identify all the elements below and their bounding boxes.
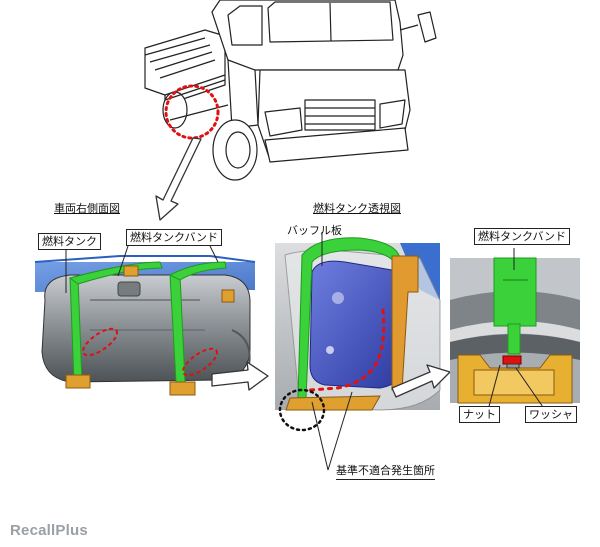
washer: [506, 363, 520, 369]
arrow-transparent-to-detail: [391, 364, 451, 398]
baffle-plate-label: バッフル板: [287, 224, 342, 237]
nut: [502, 355, 522, 365]
baffle-location-right: [181, 347, 219, 377]
transparent-view-title: 燃料タンク透視図: [313, 202, 401, 215]
washer-label: ワッシャ: [525, 406, 577, 423]
fuel-tank-band-label-left: 燃料タンクバンド: [126, 229, 222, 246]
defect-location-label: 基準不適合発生箇所: [336, 462, 435, 480]
side-view-title: 車両右側面図: [54, 202, 120, 215]
baffle-plate: [309, 260, 406, 389]
defect-highlight-circle: [278, 388, 326, 432]
watermark-logo: RecallPlus: [10, 522, 88, 539]
detail-band: [493, 257, 537, 327]
side-view-panel: [34, 245, 256, 396]
tank-location-highlight: [164, 84, 220, 140]
nut-label: ナット: [459, 406, 500, 423]
arrow-truck-to-sideview: [155, 137, 202, 221]
baffle-location-left: [81, 327, 119, 357]
detail-view-panel: [450, 248, 580, 411]
truck-drawing: [144, 0, 437, 181]
fuel-tank-label: 燃料タンク: [38, 233, 101, 250]
transparent-view-panel: [275, 232, 441, 471]
arrow-side-to-transparent: [211, 361, 269, 391]
fuel-tank-band-label-right: 燃料タンクバンド: [474, 228, 570, 245]
weld-defect-marks: [308, 308, 386, 392]
